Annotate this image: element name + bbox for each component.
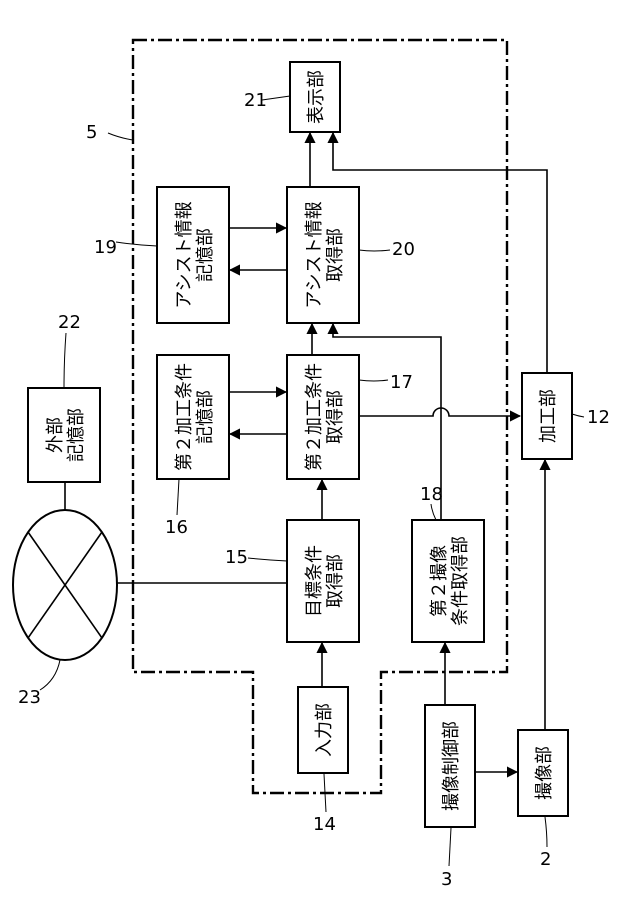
external-storage-label-2: 記憶部 [66, 408, 87, 462]
ref-number-22: 22 [58, 312, 81, 333]
assist-info-acquisition-label-2: 取得部 [325, 228, 346, 282]
assist-info-storage-unit: アシスト情報 記憶部 [157, 187, 229, 323]
target-condition-label-2: 取得部 [325, 554, 346, 608]
input-unit-label: 入力部 [314, 703, 335, 757]
imaging-unit-label: 撮像部 [534, 746, 555, 800]
external-storage-label-1: 外部 [45, 417, 66, 453]
second-processing-condition-storage-unit: 第２加工条件 記憶部 [157, 355, 229, 479]
ref-number-23: 23 [18, 687, 41, 708]
target-condition-acquisition-unit: 目標条件 取得部 [287, 520, 359, 642]
ref-number-14: 14 [313, 814, 336, 835]
leader-2 [545, 817, 547, 847]
external-storage-unit: 外部 記憶部 [28, 388, 100, 482]
leader-3 [449, 828, 451, 866]
leader-16 [177, 479, 179, 515]
ref-number-20: 20 [392, 239, 415, 260]
second-imaging-condition-acquisition-unit: 第２撮像 条件取得部 [412, 520, 484, 642]
ref-number-3: 3 [441, 869, 452, 890]
input-unit: 入力部 [298, 687, 348, 773]
system-ref-leader [108, 133, 133, 140]
second-processing-storage-label-1: 第２加工条件 [174, 363, 195, 471]
ref-number-2: 2 [540, 849, 551, 870]
ref-number-15: 15 [225, 547, 248, 568]
processing-unit-label: 加工部 [538, 389, 559, 443]
display-unit-label: 表示部 [306, 70, 327, 124]
imaging-control-unit: 撮像制御部 [425, 705, 475, 827]
leader-22 [64, 333, 66, 388]
assist-info-storage-label-2: 記憶部 [195, 228, 216, 282]
ref-number-12: 12 [587, 407, 610, 428]
leader-12 [572, 414, 584, 417]
second-processing-storage-label-2: 記憶部 [195, 390, 216, 444]
assist-info-acquisition-unit: アシスト情報 取得部 [287, 187, 359, 323]
network-ellipse [13, 510, 117, 660]
ref-number-16: 16 [165, 517, 188, 538]
assist-info-storage-label-1: アシスト情報 [174, 201, 195, 308]
leader-15 [248, 558, 287, 561]
arrow-second-acquire-to-processing [359, 408, 520, 416]
second-imaging-condition-label-1: 第２撮像 [429, 545, 450, 617]
leader-20 [359, 250, 390, 251]
second-processing-condition-acquisition-unit: 第２加工条件 取得部 [287, 355, 359, 479]
leader-17 [359, 380, 388, 381]
second-processing-acquisition-label-2: 取得部 [325, 390, 346, 444]
leader-23 [40, 660, 60, 690]
assist-info-acquisition-label-1: アシスト情報 [304, 201, 325, 308]
imaging-unit: 撮像部 [518, 730, 568, 816]
leader-18 [431, 504, 436, 520]
second-processing-acquisition-label-1: 第２加工条件 [304, 363, 325, 471]
system-ref-number: 5 [86, 122, 97, 143]
imaging-control-label: 撮像制御部 [441, 721, 462, 811]
ref-number-18: 18 [420, 484, 443, 505]
leader-19 [116, 242, 157, 246]
second-imaging-condition-label-2: 条件取得部 [450, 536, 471, 626]
display-unit: 表示部 [290, 62, 340, 132]
processing-unit: 加工部 [522, 373, 572, 459]
target-condition-label-1: 目標条件 [304, 545, 325, 617]
ref-number-17: 17 [390, 372, 413, 393]
ref-number-21: 21 [244, 90, 267, 111]
ref-number-19: 19 [94, 237, 117, 258]
